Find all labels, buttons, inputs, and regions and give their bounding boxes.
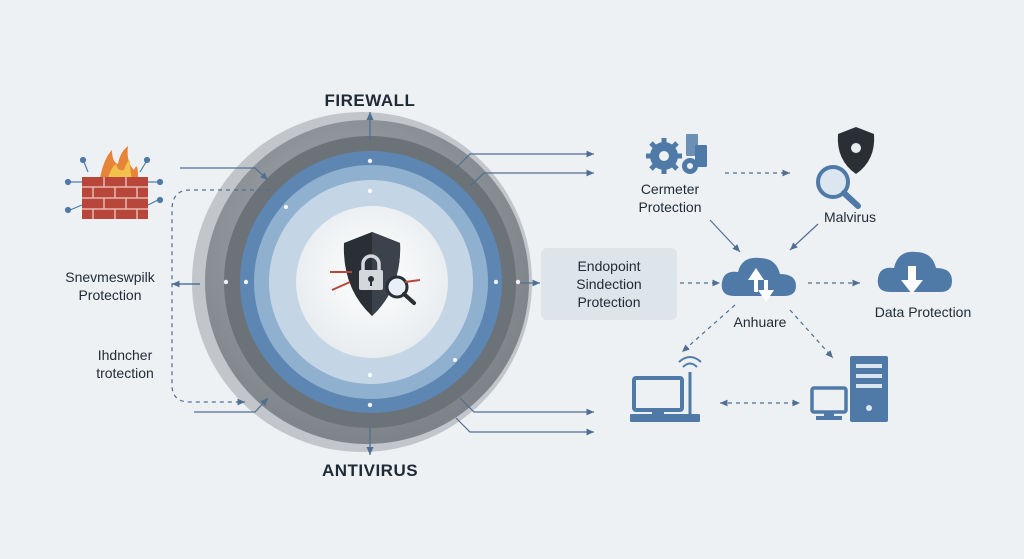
- left-top-label-line2: Protection: [78, 287, 142, 303]
- left-top-label-line1: Snevmeswpilk: [65, 269, 155, 285]
- antivirus-label: ANTIVIRUS: [321, 461, 419, 480]
- cloud-download-icon: [877, 251, 952, 294]
- brick-wall-fire-icon: [64, 146, 164, 219]
- shield-magnifier-icon: [816, 127, 875, 209]
- perimeter-label: Cermeter Protection: [610, 180, 730, 216]
- perimeter-label-line1: Cermeter: [640, 181, 700, 197]
- gears-device-icon: [646, 134, 707, 174]
- left-bottom-label: Ihdncher trotection: [60, 346, 190, 382]
- endpoint-label-line1: Endopoint: [577, 258, 641, 274]
- endpoint-protection-box: Endopoint Sindection Protection: [541, 248, 677, 320]
- left-bottom-label-line2: trotection: [96, 365, 154, 381]
- firewall-label: FIREWALL: [324, 91, 416, 110]
- shield-lock-magnifier-icon: [330, 232, 421, 316]
- anhuare-label: Anhuare: [733, 314, 787, 330]
- network-connectors: [680, 169, 860, 407]
- perimeter-label-line2: Protection: [638, 199, 702, 215]
- data-protection-label: Data Protection: [874, 304, 972, 320]
- ring-dots: [223, 158, 521, 408]
- endpoint-label-line2: Sindection: [576, 276, 642, 292]
- desktop-server-icon: [810, 356, 888, 422]
- left-top-label: Snevmeswpilk Protection: [40, 268, 180, 304]
- malvirus-label: Malvirus: [823, 209, 877, 225]
- endpoint-label-line3: Protection: [577, 294, 641, 310]
- desktop-router-icon: [630, 356, 702, 422]
- ring-right-connectors: [455, 150, 594, 436]
- cloud-upload-download-icon: [721, 257, 796, 302]
- left-bottom-label-line1: Ihdncher: [97, 347, 153, 363]
- left-connectors: [171, 167, 270, 413]
